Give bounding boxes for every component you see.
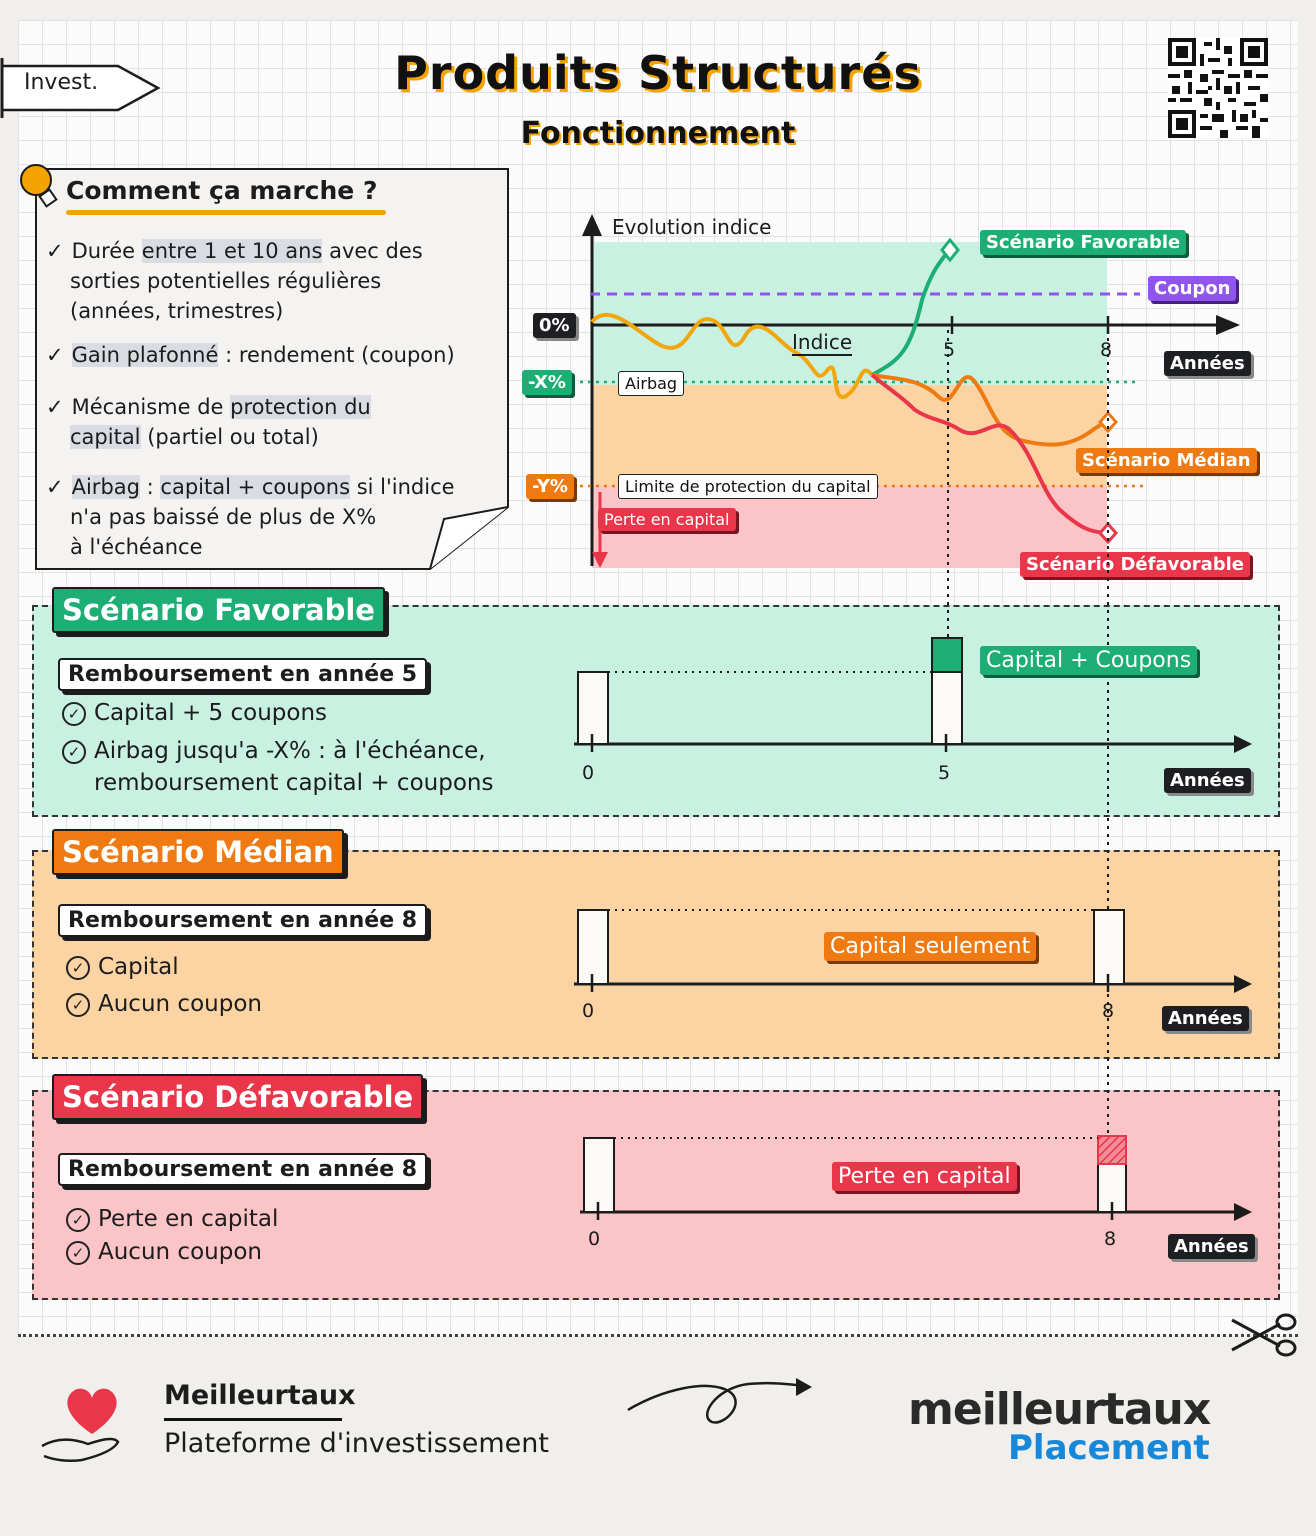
favorable-endpoint xyxy=(940,237,960,263)
info-item-protection: ✓Mécanisme de protection du capital (par… xyxy=(46,395,371,449)
check-circle-icon: ✓ xyxy=(62,739,86,764)
median-scenario-label: Scénario Médian xyxy=(1076,448,1257,473)
favorable-tick-0: 0 xyxy=(582,762,595,784)
defavorable-bullet-2: ✓Aucun coupon xyxy=(66,1239,262,1265)
info-title-underline xyxy=(66,210,386,215)
panel-favorable-title: Scénario Favorable xyxy=(52,587,385,633)
level-zero-label: 0% xyxy=(533,313,576,338)
loss-arrow-head xyxy=(592,552,608,568)
favorable-x-label: Années xyxy=(1164,768,1251,793)
defavorable-tick-8: 8 xyxy=(1104,1228,1117,1250)
median-x-label: Années xyxy=(1162,1006,1249,1031)
defavorable-scenario-label: Scénario Défavorable xyxy=(1020,552,1250,577)
x-axis-label: Années xyxy=(1164,351,1251,376)
panel-favorable xyxy=(32,605,1280,817)
favorable-result: Capital + Coupons xyxy=(980,646,1198,675)
defavorable-tick-0: 0 xyxy=(588,1228,601,1250)
info-card xyxy=(35,168,509,570)
loop-arrow-icon xyxy=(627,1378,812,1424)
footer-subtitle: Plateforme d'investissement xyxy=(164,1428,549,1459)
info-item-gain: ✓Gain plafonné : rendement (coupon) xyxy=(46,343,455,367)
median-bullet-1: ✓Capital xyxy=(66,954,179,980)
favorable-zone xyxy=(592,242,1107,385)
median-zone xyxy=(592,385,1107,486)
favorable-timeline xyxy=(574,637,1252,753)
median-tick-8: 8 xyxy=(1102,1000,1115,1022)
median-endpoint xyxy=(1097,410,1119,434)
check-circle-icon: ✓ xyxy=(66,1207,90,1232)
level-airbag-label: -X% xyxy=(522,370,572,395)
page-title: Produits Structurés xyxy=(394,46,922,100)
panel-defavorable-title: Scénario Défavorable xyxy=(52,1074,424,1120)
favorable-repayment: Remboursement en année 5 xyxy=(58,658,428,691)
defavorable-x-label: Années xyxy=(1168,1234,1255,1259)
invest-tag xyxy=(0,58,161,118)
scissors-icon xyxy=(1231,1313,1297,1357)
info-item-duration: ✓Durée entre 1 et 10 ans avec des sortie… xyxy=(46,239,423,323)
median-bullet-2: ✓Aucun coupon xyxy=(66,991,262,1017)
coupon-label: Coupon xyxy=(1148,276,1237,301)
favorable-line xyxy=(871,247,952,377)
median-line xyxy=(871,373,1107,447)
index-label: Indice xyxy=(792,330,853,356)
loss-zone-label: Perte en capital xyxy=(598,508,736,531)
guide-lines xyxy=(947,330,1109,1135)
x-axis-arrow xyxy=(1216,315,1240,335)
info-title: Comment ça marche ? xyxy=(66,176,378,205)
median-result: Capital seulement xyxy=(824,932,1037,961)
protection-limit-label: Limite de protection du capital xyxy=(618,474,878,499)
footer-brand: Meilleurtaux xyxy=(164,1380,356,1411)
level-protection-label: -Y% xyxy=(526,474,574,499)
defavorable-timeline xyxy=(580,1135,1252,1221)
favorable-bullet-1: ✓Capital + 5 coupons xyxy=(62,700,327,726)
index-line xyxy=(590,312,874,399)
panel-defavorable xyxy=(32,1090,1280,1300)
defavorable-bullet-1: ✓Perte en capital xyxy=(66,1206,278,1232)
heart-hand-icon xyxy=(41,1388,120,1463)
favorable-tick-5: 5 xyxy=(938,762,951,784)
info-item-airbag: ✓Airbag : capital + coupons si l'indice … xyxy=(46,475,455,559)
cut-line xyxy=(18,1334,1298,1337)
median-repayment: Remboursement en année 8 xyxy=(58,904,428,937)
logo-meilleurtaux[interactable]: meilleurtaux xyxy=(908,1384,1211,1435)
favorable-bullet-2: ✓Airbag jusqu'a -X% : à l'échéance, xyxy=(62,738,486,764)
qr-code-icon[interactable] xyxy=(1168,38,1268,138)
check-circle-icon: ✓ xyxy=(66,1240,90,1265)
check-circle-icon: ✓ xyxy=(66,992,90,1017)
y-axis-label: Evolution indice xyxy=(612,215,772,239)
invest-tag-label: Invest. xyxy=(24,70,99,95)
panel-median-title: Scénario Médian xyxy=(52,829,344,875)
page-subtitle: Fonctionnement xyxy=(520,116,796,151)
lightbulb-icon xyxy=(20,164,58,208)
defavorable-result: Perte en capital xyxy=(832,1162,1017,1191)
airbag-label: Airbag xyxy=(618,371,685,396)
logo-placement[interactable]: Placement xyxy=(1008,1428,1210,1468)
panel-median xyxy=(32,850,1280,1059)
favorable-bullet-3: remboursement capital + coupons xyxy=(94,770,494,796)
favorable-scenario-label: Scénario Favorable xyxy=(980,230,1187,255)
check-circle-icon: ✓ xyxy=(66,955,90,980)
x-tick-label-5: 5 xyxy=(943,339,956,361)
footer-brand-underline xyxy=(164,1418,342,1421)
defavorable-repayment: Remboursement en année 8 xyxy=(58,1153,428,1186)
y-axis-arrow xyxy=(582,214,602,236)
x-tick-label-8: 8 xyxy=(1100,339,1113,361)
median-tick-0: 0 xyxy=(582,1000,595,1022)
defavorable-line xyxy=(870,373,1107,535)
check-circle-icon: ✓ xyxy=(62,701,86,726)
median-timeline xyxy=(574,909,1252,993)
